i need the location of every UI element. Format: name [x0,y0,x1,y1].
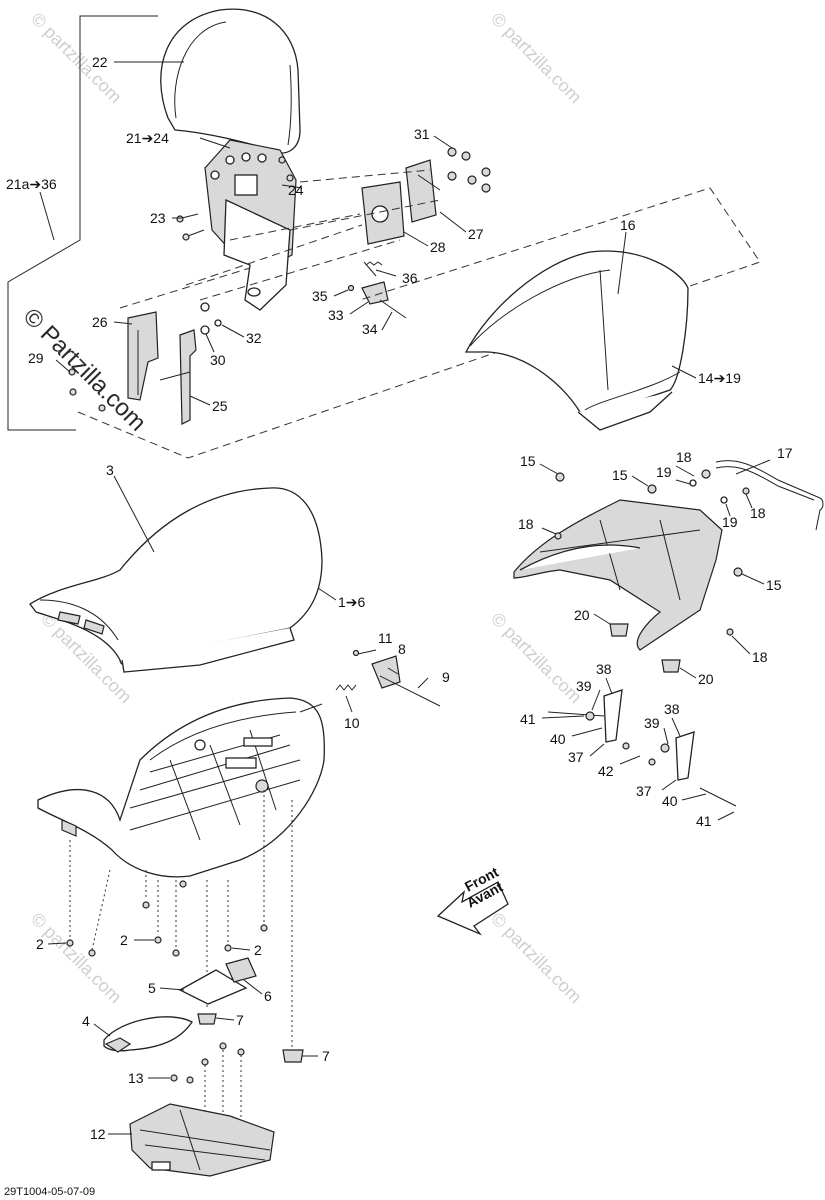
callout-31: 31 [414,126,430,142]
callout-29: 29 [28,350,44,366]
callout-21a-36: 21a➔36 [6,176,57,192]
seat-base [37,649,441,1177]
callout-39: 39 [576,678,592,694]
callout-37: 37 [636,783,652,799]
callout-2: 2 [254,942,262,958]
callout-19: 19 [722,514,738,530]
callout-5: 5 [148,980,156,996]
rear-cushion [464,250,689,431]
callout-2: 2 [36,936,44,952]
watermark-small: © partzilla.com [487,9,585,107]
callout-25: 25 [212,398,228,414]
callout-27: 27 [468,226,484,242]
callout-36: 36 [402,270,418,286]
callout-39: 39 [644,715,660,731]
callout-19: 19 [656,464,672,480]
callout-38: 38 [596,661,612,677]
watermark-small: © partzilla.com [27,9,125,107]
leader-lines [39,61,771,1135]
callout-9: 9 [442,669,450,685]
callout-18: 18 [676,449,692,465]
driver-seat [29,487,323,673]
callout-37: 37 [568,749,584,765]
callout-4: 4 [82,1013,90,1029]
callout-41: 41 [696,813,712,829]
backrest-assembly [7,8,761,459]
callout-12: 12 [90,1126,106,1142]
callout-3: 3 [106,462,114,478]
callout-labels: 22 21➔24 21a➔36 24 23 31 27 28 36 35 33 … [6,54,793,1142]
callout-8: 8 [398,641,406,657]
callout-22: 22 [92,54,108,70]
callout-23: 23 [150,210,166,226]
callout-15: 15 [766,577,782,593]
watermark-small: © partzilla.com [27,909,125,1007]
callout-20: 20 [698,671,714,687]
callout-42: 42 [598,763,614,779]
callout-16: 16 [620,217,636,233]
drawing-reference: 29T1004-05-07-09 [4,1186,95,1198]
callout-17: 17 [777,445,793,461]
callout-21-24: 21➔24 [126,130,169,146]
callout-34: 34 [362,321,378,337]
callout-38: 38 [664,701,680,717]
callout-41: 41 [520,711,536,727]
callout-7: 7 [322,1048,330,1064]
callout-35: 35 [312,288,328,304]
callout-30: 30 [210,352,226,368]
callout-40: 40 [550,731,566,747]
callout-2: 2 [120,932,128,948]
callout-13: 13 [128,1070,144,1086]
callout-6: 6 [264,988,272,1004]
callout-11: 11 [378,630,393,646]
callout-18: 18 [518,516,534,532]
callout-32: 32 [246,330,262,346]
callout-26: 26 [92,314,108,330]
callout-24: 24 [288,182,304,198]
callout-33: 33 [328,307,344,323]
callout-18: 18 [750,505,766,521]
callout-28: 28 [430,239,446,255]
callout-40: 40 [662,793,678,809]
rear-rack [513,460,824,807]
callout-15: 15 [612,467,628,483]
watermark-small: © partzilla.com [487,609,585,707]
watermark-small: © partzilla.com [487,909,585,1007]
callout-15: 15 [520,453,536,469]
callout-7: 7 [236,1012,244,1028]
callout-14-19: 14➔19 [698,370,741,386]
callout-10: 10 [344,715,360,731]
callout-20: 20 [574,607,590,623]
callout-1-6: 1➔6 [338,594,366,610]
callout-18: 18 [752,649,768,665]
